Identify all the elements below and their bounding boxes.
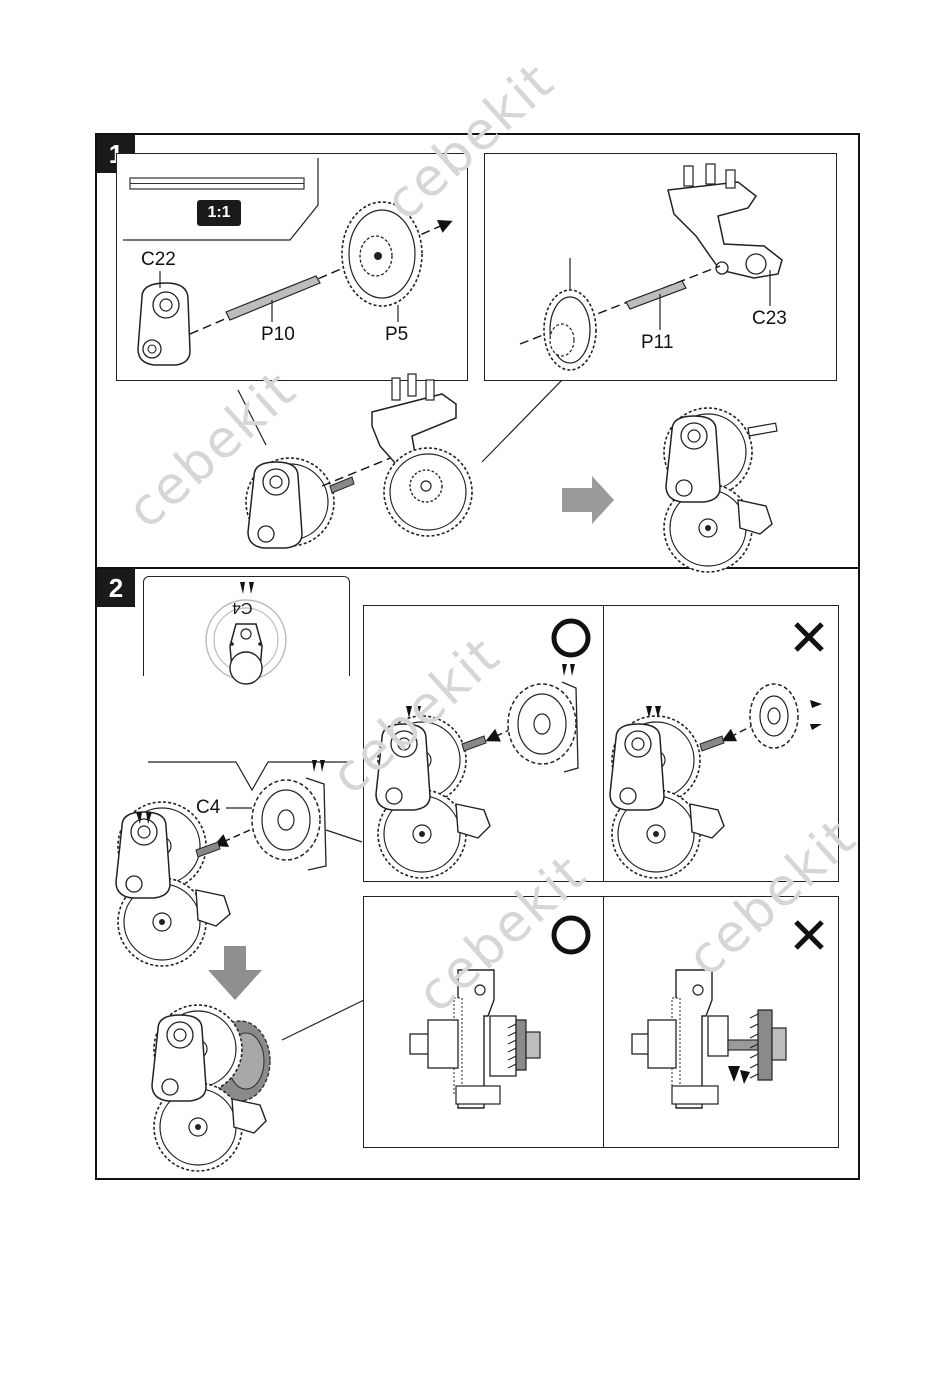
p10-shaft <box>226 276 320 320</box>
correct-mark-icon-2 <box>554 918 588 952</box>
c23-frame-part <box>668 164 782 278</box>
wrong-mesh-diagram <box>632 970 786 1108</box>
part-label-p11: P11 <box>641 332 673 354</box>
scale-badge: 1:1 <box>197 200 241 226</box>
step-2-main-assembly <box>116 802 230 966</box>
part-label-p5: P5 <box>385 324 408 346</box>
c22-crank-part <box>138 283 190 365</box>
wrong-mark-icon-2 <box>796 922 822 948</box>
step-2-result-assembly <box>152 1005 270 1171</box>
part-label-c4-mirrored: C4 <box>232 598 252 616</box>
part-label-p10: P10 <box>261 324 295 346</box>
part-label-c22: C22 <box>141 249 176 271</box>
wrong-orientation-assembly <box>610 706 724 878</box>
step-1-result-arrow <box>562 476 614 524</box>
part-label-c4: C4 <box>196 797 220 819</box>
p11-shaft <box>626 281 686 309</box>
step-1-result-assembly <box>664 408 777 572</box>
step-1-assembly-left <box>246 458 334 548</box>
step-2-result-arrow <box>208 946 262 1000</box>
c4-crown-gear <box>252 760 326 870</box>
wrong-mark-icon-1 <box>796 624 822 650</box>
part-label-c23: C23 <box>752 308 787 330</box>
correct-mark-icon-1 <box>554 621 588 655</box>
step-1-right-gear <box>544 290 596 370</box>
